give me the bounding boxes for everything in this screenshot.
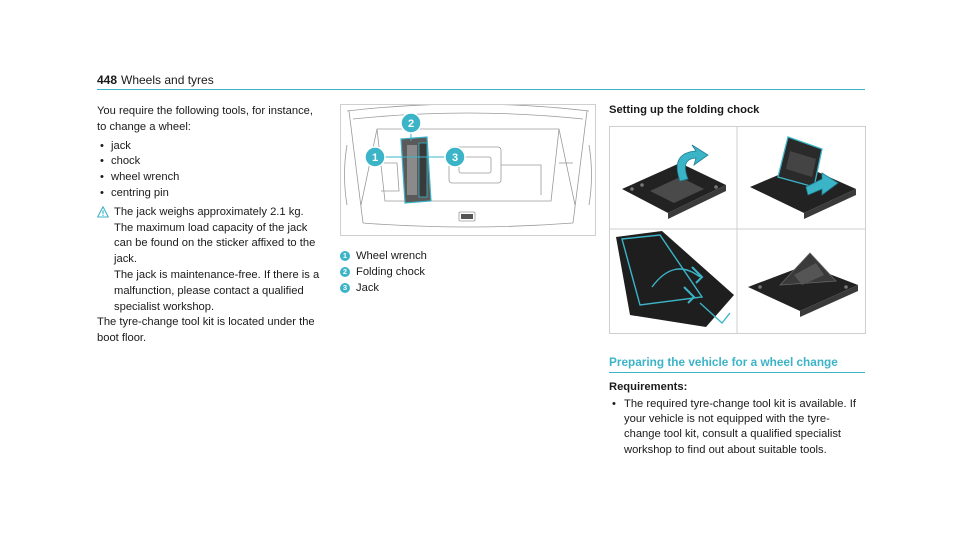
section-rule	[609, 372, 865, 373]
tools-list: jack chock wheel wrench centring pin	[97, 139, 325, 202]
chock-step-4	[748, 252, 858, 317]
list-item: wheel wrench	[97, 170, 325, 186]
callout-1: 1	[364, 146, 386, 168]
chock-illustration	[610, 127, 865, 333]
section-title: Wheels and tyres	[121, 73, 214, 87]
requirement-text: The required tyre-change tool kit is ava…	[609, 397, 865, 458]
requirements-label: Requirements:	[609, 381, 688, 393]
intro-lead: You require the following tools, for ins…	[97, 105, 314, 133]
chock-heading: Setting up the folding chock	[609, 104, 760, 116]
page-number: 448	[97, 73, 118, 87]
intro-column: You require the following tools, for ins…	[97, 104, 325, 347]
chock-step-1	[622, 144, 726, 219]
section-heading: Preparing the vehicle for a wheel change	[609, 355, 838, 369]
callout-label: 1	[372, 152, 378, 164]
legend-number: 1	[340, 251, 350, 261]
callout-label: 3	[452, 152, 458, 164]
header-rule	[97, 89, 865, 90]
figure-legend: 1 Wheel wrench 2 Folding chock 3 Jack	[340, 248, 427, 296]
legend-item: 2 Folding chock	[340, 264, 427, 280]
note-line: The jack is maintenance-free. If there i…	[114, 268, 320, 313]
requirement-item: The required tyre-change tool kit is ava…	[609, 397, 865, 458]
legend-item: 3 Jack	[340, 280, 427, 296]
boot-illustration: 2 1 3	[344, 103, 592, 228]
legend-label: Folding chock	[356, 266, 426, 278]
legend-number: 2	[340, 267, 350, 277]
legend-number: 3	[340, 283, 350, 293]
tool-kit	[385, 123, 445, 204]
location-text: The tyre-change tool kit is located unde…	[97, 316, 315, 345]
legend-label: Wheel wrench	[356, 250, 427, 262]
callout-label: 2	[408, 118, 414, 130]
note-line: The maximum load capacity of the jack ca…	[114, 221, 316, 266]
info-icon	[97, 206, 109, 218]
chock-figure	[609, 126, 866, 334]
callout-3: 3	[444, 146, 466, 168]
list-item: chock	[97, 154, 325, 170]
chock-step-3	[616, 231, 734, 327]
list-item: centring pin	[97, 186, 325, 202]
legend-item: 1 Wheel wrench	[340, 248, 427, 264]
legend-label: Jack	[356, 282, 380, 294]
info-note: The jack weighs approximately 2.1 kg. Th…	[97, 205, 325, 316]
boot-figure: 2 1 3	[340, 103, 596, 236]
note-line: The jack weighs approximately 2.1 kg.	[114, 205, 304, 218]
chock-step-2	[750, 136, 856, 219]
list-item: jack	[97, 139, 325, 155]
callout-2: 2	[400, 112, 422, 134]
